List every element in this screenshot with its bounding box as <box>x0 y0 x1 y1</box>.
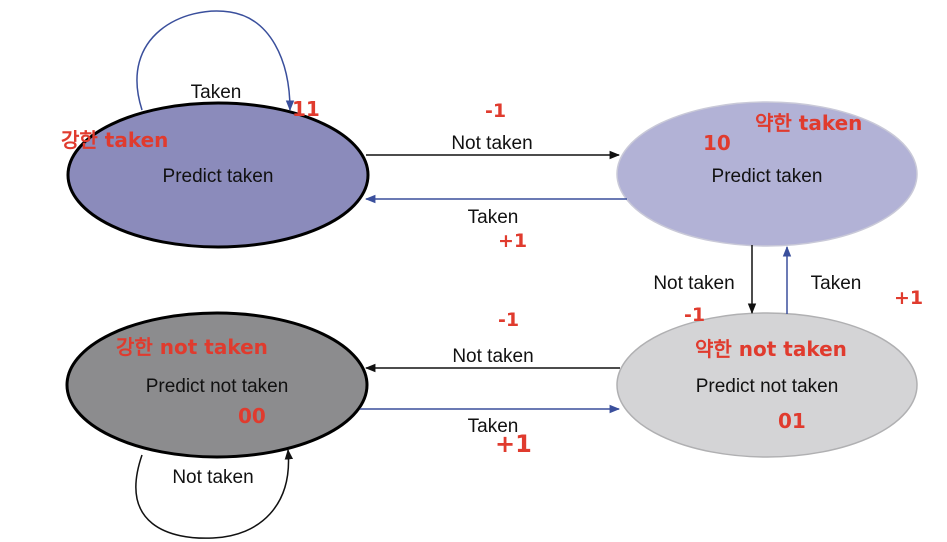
state-strong-not-taken-name: 강한 not taken <box>116 335 268 359</box>
wnt-to-wt-label: Taken <box>811 273 862 294</box>
wt-to-wnt-delta: -1 <box>684 304 705 326</box>
state-strong-taken-name: 강한 taken <box>61 128 168 152</box>
wt-to-wnt-label: Not taken <box>653 273 734 294</box>
st-to-wt-delta: -1 <box>485 100 506 122</box>
state-weak-taken-name: 약한 taken <box>755 111 862 135</box>
state-strong-taken-code: 11 <box>292 97 320 121</box>
state-weak-taken <box>616 101 918 247</box>
snt-to-wnt-label: Taken <box>468 416 519 437</box>
snt-to-wnt-delta: +1 <box>495 430 532 458</box>
state-weak-not-taken-label: Predict not taken <box>696 376 839 397</box>
state-weak-taken-code: 10 <box>703 131 731 155</box>
state-strong-taken-label: Predict taken <box>163 166 274 187</box>
state-strong-taken <box>66 101 370 249</box>
state-weak-not-taken <box>616 312 918 458</box>
st-to-wt-label: Not taken <box>451 133 532 154</box>
wnt-to-snt-delta: -1 <box>498 309 519 331</box>
st-self-loop-arrow <box>136 10 295 112</box>
state-strong-not-taken <box>65 311 369 459</box>
wnt-to-snt-label: Not taken <box>452 346 533 367</box>
snt-self-loop-arrow <box>135 448 294 539</box>
state-weak-not-taken-name: 약한 not taken <box>695 337 847 361</box>
state-weak-not-taken-code: 01 <box>778 409 806 433</box>
snt-self-loop-label: Not taken <box>172 467 253 488</box>
state-strong-not-taken-label: Predict not taken <box>146 376 289 397</box>
state-strong-not-taken-code: 00 <box>238 404 266 428</box>
st-self-loop-label: Taken <box>191 82 242 103</box>
wt-to-st-label: Taken <box>468 207 519 228</box>
state-weak-taken-label: Predict taken <box>712 166 823 187</box>
wt-to-st-delta: +1 <box>498 230 527 252</box>
wnt-to-wt-delta: +1 <box>894 287 923 309</box>
